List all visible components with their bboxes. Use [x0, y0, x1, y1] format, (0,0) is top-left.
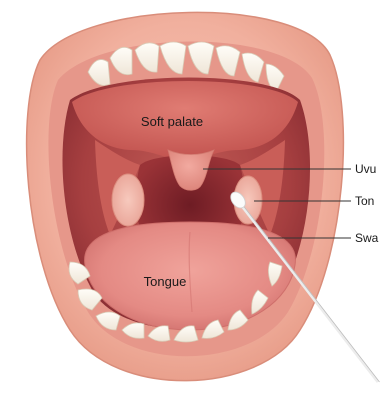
tonsil-left: [112, 174, 144, 226]
callout-label-swab: Swa: [355, 231, 379, 245]
callout-label-tonsil: Ton: [355, 194, 374, 208]
label-tongue: Tongue: [144, 274, 187, 289]
callout-label-uvula: Uvu: [355, 162, 376, 176]
label-soft-palate: Soft palate: [141, 114, 203, 129]
